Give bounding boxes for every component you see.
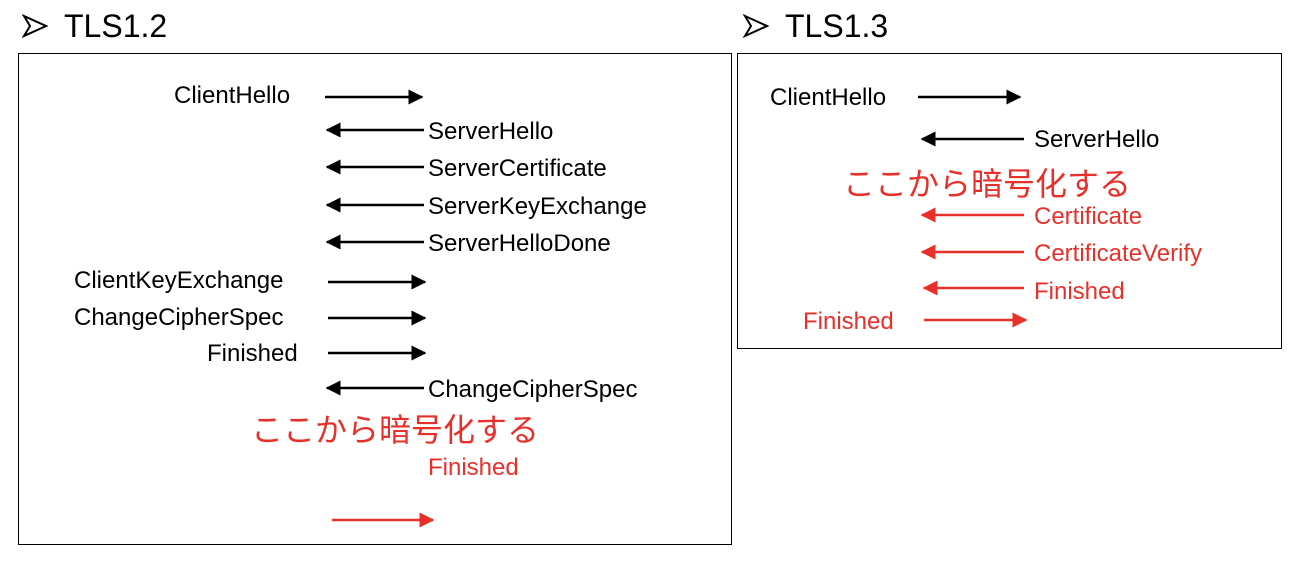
tls12-server-hello-done-label: ServerHelloDone — [428, 230, 611, 257]
tls13-heading: TLS1.3 — [743, 10, 888, 42]
tls12-change-cipher-spec-client-label: ChangeCipherSpec — [74, 304, 284, 331]
tls13-heading-label: TLS1.3 — [785, 8, 889, 44]
tls12-heading-label: TLS1.2 — [64, 8, 168, 44]
tls12-finished-server-label: Finished — [428, 454, 519, 481]
tls12-handshake-panel — [18, 53, 732, 545]
tls13-encryption-start-note: ここから暗号化する — [843, 166, 1132, 202]
tls12-encryption-start-note: ここから暗号化する — [251, 412, 540, 448]
tls13-client-hello-label: ClientHello — [770, 84, 887, 111]
arrow-bullet-icon — [743, 13, 769, 39]
tls12-client-hello-label: ClientHello — [174, 82, 291, 109]
tls13-certificate-label: Certificate — [1034, 203, 1143, 230]
tls12-client-key-exchange-label: ClientKeyExchange — [74, 267, 284, 294]
tls12-server-key-exchange-label: ServerKeyExchange — [428, 193, 647, 220]
tls13-server-hello-label: ServerHello — [1034, 126, 1160, 153]
tls13-finished-server-label: Finished — [1034, 278, 1125, 305]
tls12-server-certificate-label: ServerCertificate — [428, 155, 607, 182]
tls12-heading: TLS1.2 — [22, 10, 167, 42]
tls12-finished-client-label: Finished — [207, 340, 298, 367]
tls12-server-hello-label: ServerHello — [428, 118, 554, 145]
tls13-finished-client-label: Finished — [803, 308, 894, 335]
arrow-bullet-icon — [22, 13, 48, 39]
tls12-change-cipher-spec-server-label: ChangeCipherSpec — [428, 376, 638, 403]
tls13-certificate-verify-label: CertificateVerify — [1034, 240, 1203, 267]
